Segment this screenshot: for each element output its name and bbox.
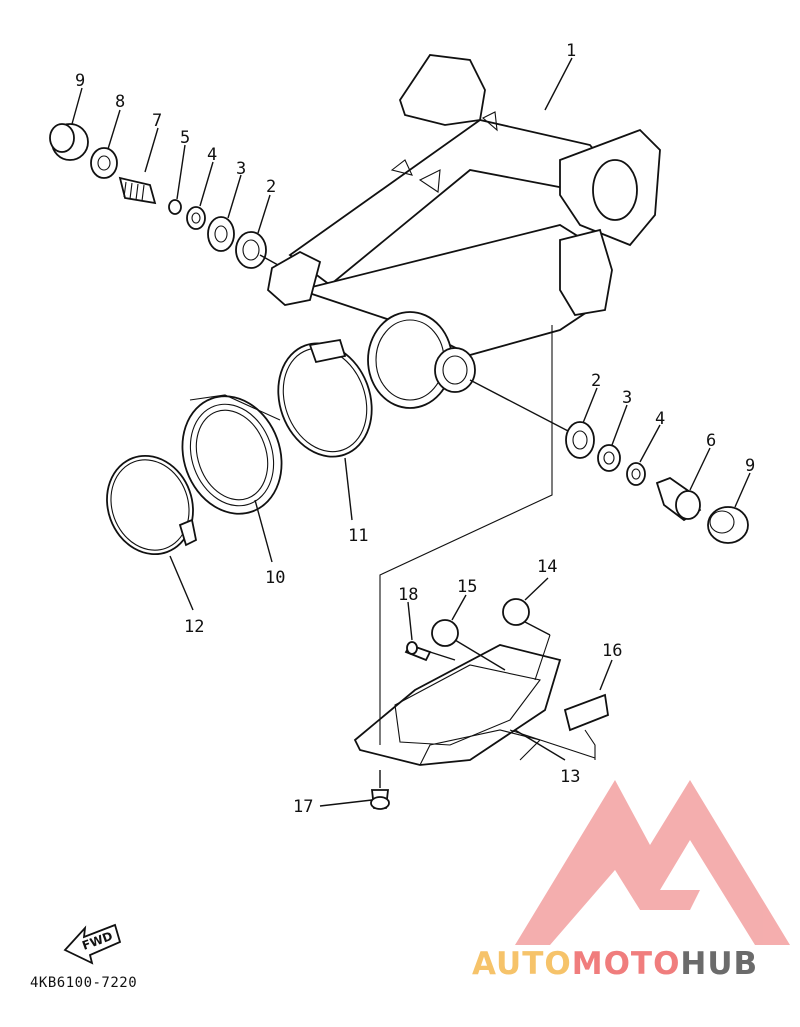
bushing-15 — [431, 619, 459, 647]
cap-9-left — [49, 123, 89, 161]
document-id: 4KB6100-7220 — [30, 975, 138, 991]
collar-4-right — [626, 462, 646, 486]
watermark-part-moto: MOTO — [571, 946, 681, 982]
bolt-7 — [118, 176, 157, 205]
seal-3-left — [207, 216, 235, 252]
callout-9-left: 9 — [75, 71, 85, 91]
guard-assembly — [353, 325, 609, 810]
callout-3-left: 3 — [236, 159, 246, 179]
swing-arm — [267, 54, 661, 409]
callout-11: 11 — [348, 526, 368, 546]
clamp-11 — [277, 338, 373, 458]
left-hardware-stack — [49, 123, 279, 269]
boot-10 — [181, 394, 283, 515]
bearing-2-right — [565, 421, 595, 459]
seal-3-right — [597, 444, 621, 472]
nut-8 — [90, 147, 118, 179]
callout-6: 6 — [706, 431, 716, 451]
callout-2-left: 2 — [266, 177, 276, 197]
callout-3-right: 3 — [622, 388, 632, 408]
right-hardware-stack — [469, 379, 749, 544]
boot-assembly — [106, 338, 373, 556]
watermark-part-hub: HUB — [680, 946, 759, 982]
o-ring-5 — [168, 199, 182, 215]
callout-labels: 1 2 3 4 5 7 8 9 2 3 4 6 9 10 11 12 13 14… — [75, 41, 755, 817]
block-16 — [563, 693, 609, 732]
callout-4-right: 4 — [655, 409, 665, 429]
callout-14: 14 — [537, 557, 557, 577]
bolt-18 — [404, 641, 432, 662]
leader-lines — [71, 57, 751, 807]
callout-10: 10 — [265, 568, 285, 588]
callout-13: 13 — [560, 767, 580, 787]
fwd-arrow-icon: FWD — [63, 923, 122, 965]
callout-1: 1 — [566, 41, 576, 61]
callout-8: 8 — [115, 92, 125, 112]
callout-4-left: 4 — [207, 145, 217, 165]
callout-18: 18 — [398, 585, 418, 605]
callout-17: 17 — [293, 797, 313, 817]
callout-2-right: 2 — [591, 371, 601, 391]
callout-9-right: 9 — [745, 456, 755, 476]
watermark-logo-icon — [515, 780, 790, 945]
callout-12: 12 — [184, 617, 204, 637]
bushing-14 — [502, 598, 530, 626]
bearing-2-left — [235, 231, 267, 269]
callout-16: 16 — [602, 641, 622, 661]
collar-4-left — [186, 206, 206, 230]
band-12 — [106, 454, 198, 556]
watermark-part-auto: AUTO — [472, 946, 572, 982]
watermark-text: AUTOMOTOHUB — [472, 946, 758, 982]
pivot-shaft-6 — [655, 476, 702, 522]
bolt-17 — [370, 789, 390, 810]
callout-5: 5 — [180, 128, 190, 148]
callout-15: 15 — [457, 577, 477, 597]
callout-7: 7 — [152, 111, 162, 131]
cap-9-right — [707, 506, 749, 544]
